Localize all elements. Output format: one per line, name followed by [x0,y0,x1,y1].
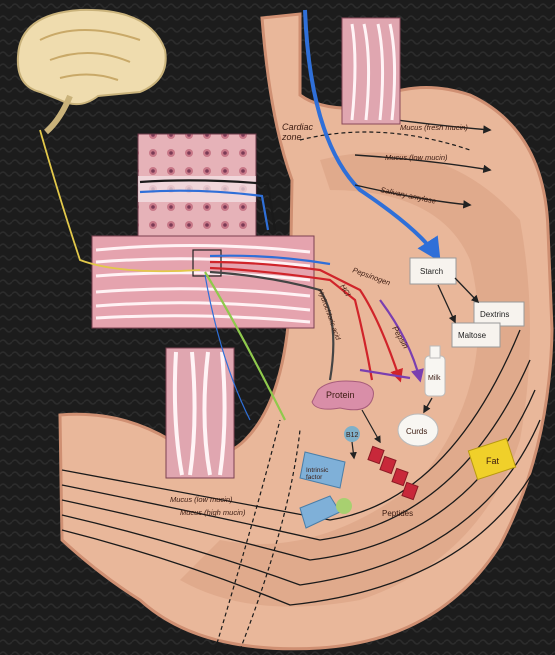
label-mucus-high: Mucus (high mucin) [180,508,246,517]
label-mucus-low: Mucus (low mucin) [385,153,448,162]
label-milk: Milk [428,375,441,382]
cell-inset [138,134,256,242]
label-curds: Curds [406,427,427,436]
label-b12: B12 [346,432,359,439]
label-starch: Starch [420,267,443,276]
label-fat: Fat [486,456,500,466]
label-dextrins: Dextrins [480,310,509,319]
label-peptides: Peptides [382,509,413,518]
label-mucus-fresh: Mucus (fresh mucin) [400,123,468,132]
gland-inset-bottom [166,348,234,478]
gastric-pit-inset-top [342,18,400,124]
mucosa-inset [92,236,314,328]
label-mucus-dev: Mucus (low mucin) [170,495,233,504]
label-protein: Protein [326,390,355,400]
label-maltose: Maltose [458,331,487,340]
